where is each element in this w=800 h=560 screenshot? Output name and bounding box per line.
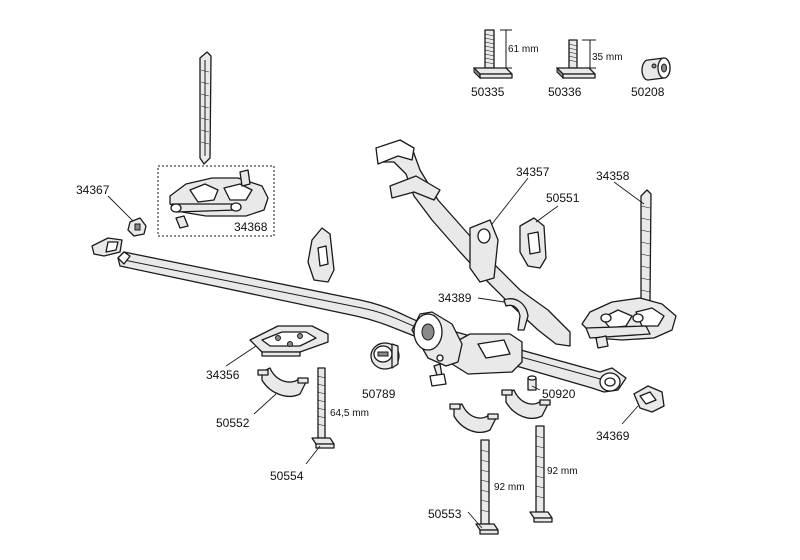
t-bolt-92mm-a [475, 439, 499, 535]
part-label-34358: 34358 [596, 169, 630, 183]
wheel-strap-rod-left [199, 51, 212, 165]
tightening-knob-assembly [411, 311, 523, 375]
part-label-50920: 50920 [542, 387, 576, 401]
key-icon [429, 363, 447, 387]
dimension-92mm-b: 92 mm [547, 466, 578, 477]
part-label-34357: 34357 [516, 165, 550, 179]
kit-box-34368 [157, 165, 275, 237]
part-label-34367: 34367 [76, 183, 110, 197]
part-label-50335: 50335 [471, 85, 505, 99]
end-cap-right-34369 [633, 385, 665, 413]
bracket-34389 [503, 298, 529, 331]
end-cap-left [91, 237, 123, 257]
t-bolt-61mm [473, 29, 513, 80]
t-bolt-35mm [556, 39, 596, 80]
mounting-plate-34356 [249, 325, 329, 357]
frame-holder-arm [375, 139, 571, 347]
part-label-34389: 34389 [438, 291, 472, 305]
dimension-64-5mm: 64,5 mm [330, 408, 369, 419]
part-label-34356: 34356 [206, 368, 240, 382]
round-knob-50789 [370, 342, 400, 370]
sleeve-nut [641, 57, 671, 81]
u-bracket-50552 [257, 367, 309, 397]
clip-34367 [127, 217, 147, 237]
u-bracket-center-b [501, 389, 551, 419]
wheel-holder-right [581, 297, 677, 349]
part-label-50552: 50552 [216, 416, 250, 430]
dimension-35mm: 35 mm [592, 52, 623, 63]
clamp-pad-mid [307, 227, 335, 283]
part-label-34368: 34368 [234, 220, 268, 234]
wheel-holder-34368 [169, 169, 269, 229]
t-bolt-64-5mm [311, 367, 335, 449]
part-label-50554: 50554 [270, 469, 304, 483]
t-bolt-92mm-b [529, 425, 553, 523]
u-bracket-center-a [449, 403, 499, 433]
sleeve-50920 [527, 375, 537, 391]
part-label-50551: 50551 [546, 191, 580, 205]
part-label-50208: 50208 [631, 85, 665, 99]
dimension-61mm: 61 mm [508, 44, 539, 55]
wheel-strap-rod-right [640, 189, 652, 307]
part-label-50789: 50789 [362, 387, 396, 401]
clamp-pad-50551 [519, 217, 547, 269]
part-label-50336: 50336 [548, 85, 582, 99]
dimension-92mm-a: 92 mm [494, 482, 525, 493]
part-label-50553: 50553 [428, 507, 462, 521]
part-label-34369: 34369 [596, 429, 630, 443]
